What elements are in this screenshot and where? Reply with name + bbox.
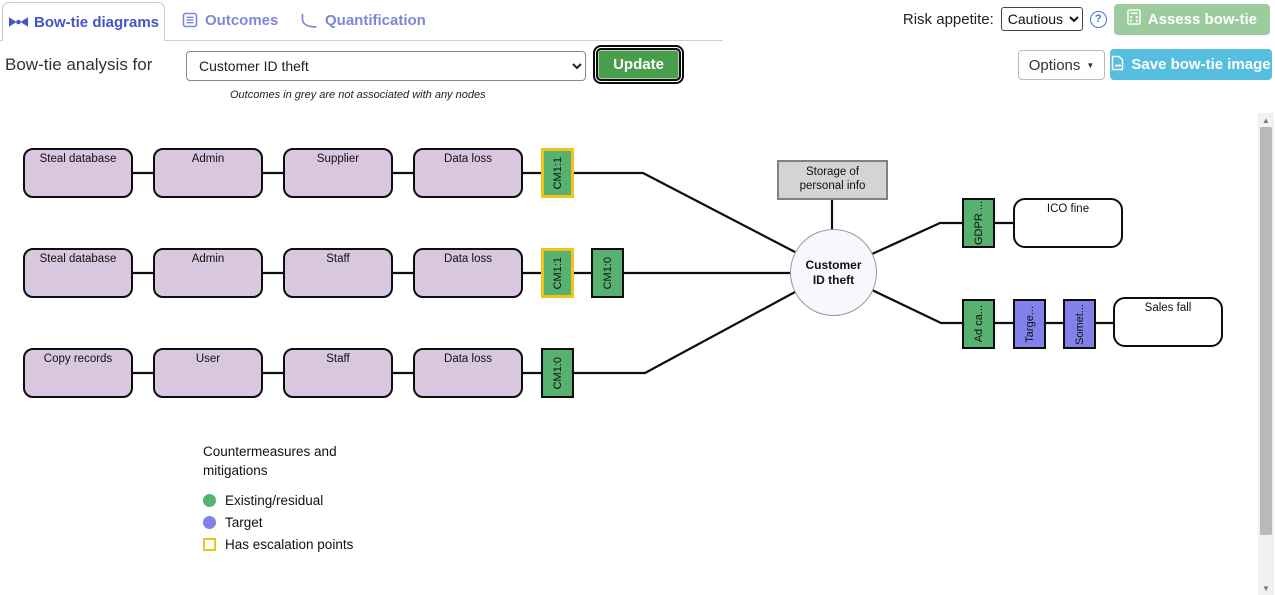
scroll-up-arrow[interactable]: ▲ — [1262, 115, 1270, 125]
analysis-title: Bow-tie analysis for — [5, 55, 153, 74]
countermeasure-label: CM1:1 — [551, 256, 564, 290]
countermeasure-node[interactable]: CM1:1 — [541, 248, 574, 298]
threat-node[interactable]: Copy records — [23, 348, 133, 398]
countermeasure-label: CM1:1 — [551, 156, 564, 190]
save-bowtie-image-label: Save bow-tie image — [1131, 56, 1271, 73]
bowtie-icon — [8, 16, 29, 28]
purple-dot-icon — [203, 515, 216, 529]
outcome-node[interactable]: Sales fall — [1113, 297, 1223, 347]
help-icon[interactable]: ? — [1089, 10, 1107, 28]
legend-title: Countermeasures and mitigations — [203, 444, 337, 478]
top-event-node[interactable]: Customer ID theft — [790, 229, 877, 316]
threat-node[interactable]: Data loss — [413, 348, 523, 398]
image-file-icon — [1111, 55, 1124, 75]
countermeasure-node[interactable]: Targe... — [1013, 299, 1046, 349]
vertical-scrollbar[interactable]: ▲ ▼ — [1258, 113, 1274, 595]
scrollbar-thumb[interactable] — [1260, 127, 1272, 535]
threat-node[interactable]: Staff — [283, 248, 393, 298]
hazard-node[interactable]: Storage of personal info — [777, 160, 888, 200]
scenario-select[interactable]: Customer ID theft — [186, 51, 586, 81]
countermeasure-node[interactable]: CM1:0 — [591, 248, 624, 298]
countermeasure-label: GDPR ... — [972, 200, 985, 245]
countermeasure-node[interactable]: CM1:1 — [541, 148, 574, 198]
countermeasure-node[interactable]: Somet... — [1063, 299, 1096, 349]
save-bowtie-image-button[interactable]: Save bow-tie image — [1110, 49, 1272, 80]
countermeasure-label: Somet... — [1073, 303, 1086, 345]
scroll-down-arrow[interactable]: ▼ — [1262, 583, 1270, 593]
options-button[interactable]: Options ▼ — [1018, 50, 1105, 80]
tabbar-divider — [0, 40, 723, 41]
update-button[interactable]: Update — [593, 45, 684, 84]
tab-label: Outcomes — [205, 11, 279, 29]
legend-label: Target — [225, 514, 263, 530]
tab-label: Bow-tie diagrams — [33, 13, 160, 31]
legend-item-target: Target — [203, 515, 358, 530]
curve-chart-icon — [300, 12, 318, 29]
threat-node[interactable]: Data loss — [413, 248, 523, 298]
threat-node[interactable]: Admin — [153, 148, 263, 198]
threat-node[interactable]: Staff — [283, 348, 393, 398]
outcomes-list-icon — [182, 12, 198, 28]
legend: Countermeasures and mitigations Existing… — [203, 443, 358, 559]
caret-down-icon: ▼ — [1086, 60, 1095, 70]
legend-label: Has escalation points — [225, 536, 354, 552]
risk-appetite-label: Risk appetite: — [902, 10, 994, 28]
legend-item-escalation: Has escalation points — [203, 537, 358, 552]
calculator-icon — [1127, 9, 1141, 29]
yellow-outline-square-icon — [203, 537, 216, 551]
tab-label: Quantification — [325, 11, 426, 29]
threat-node[interactable]: Supplier — [283, 148, 393, 198]
threat-node[interactable]: User — [153, 348, 263, 398]
assess-bowtie-label: Assess bow-tie — [1147, 10, 1257, 28]
options-label: Options — [1028, 56, 1081, 74]
tab-quantification[interactable]: Quantification — [300, 0, 426, 40]
countermeasure-label: Ad ca... — [972, 305, 985, 343]
countermeasure-node[interactable]: Ad ca... — [962, 299, 995, 349]
countermeasure-node[interactable]: CM1:0 — [541, 348, 574, 398]
countermeasure-label: CM1:0 — [601, 256, 614, 290]
green-dot-icon — [203, 493, 216, 507]
countermeasure-node[interactable]: GDPR ... — [962, 198, 995, 248]
risk-appetite-select[interactable]: Cautious — [1000, 7, 1083, 31]
countermeasure-label: Targe... — [1023, 305, 1036, 343]
tab-outcomes[interactable]: Outcomes — [182, 0, 278, 40]
legend-label: Existing/residual — [225, 492, 324, 508]
header-right-controls: Risk appetite: Cautious ? Assess bow-tie — [903, 3, 1270, 35]
threat-node[interactable]: Data loss — [413, 148, 523, 198]
grey-outcomes-note: Outcomes in grey are not associated with… — [230, 89, 486, 101]
outcome-node[interactable]: ICO fine — [1013, 198, 1123, 248]
legend-item-existing: Existing/residual — [203, 493, 358, 508]
threat-node[interactable]: Steal database — [23, 248, 133, 298]
threat-node[interactable]: Steal database — [23, 148, 133, 198]
assess-bowtie-button[interactable]: Assess bow-tie — [1113, 3, 1270, 35]
tab-bowtie-diagrams[interactable]: Bow-tie diagrams — [2, 2, 165, 41]
countermeasure-label: CM1:0 — [551, 356, 564, 390]
threat-node[interactable]: Admin — [153, 248, 263, 298]
